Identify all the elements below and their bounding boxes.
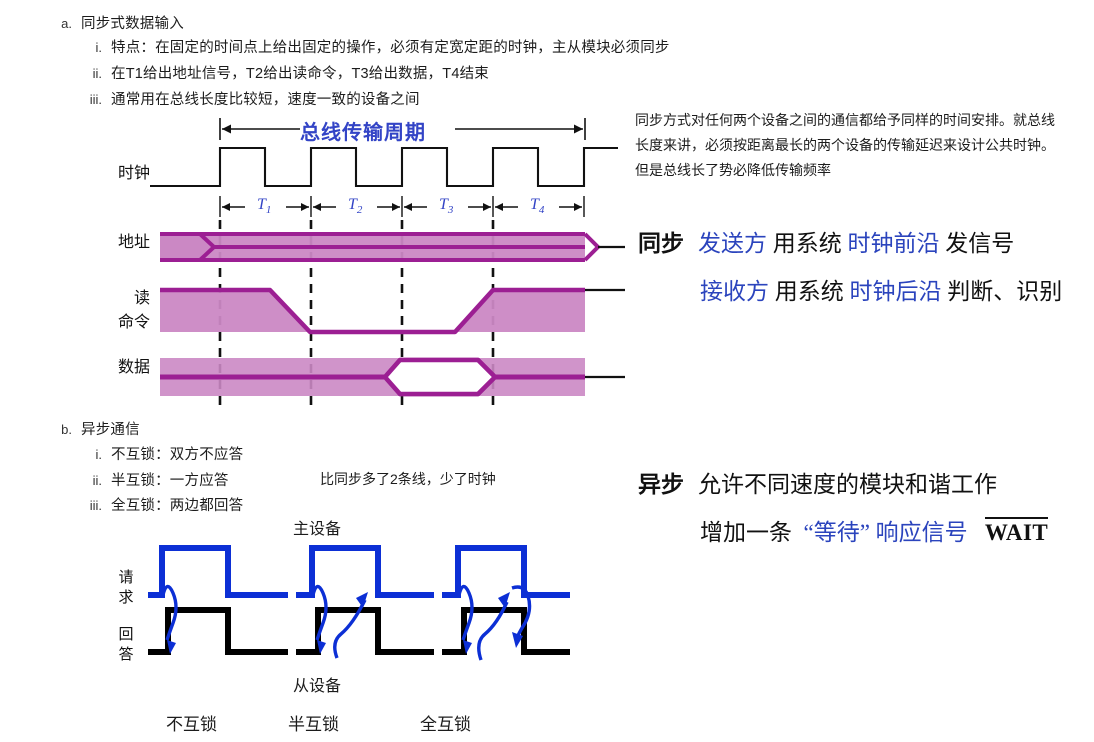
- outline-label: 全互锁：两边都回答: [111, 498, 244, 514]
- master-device-caption: 主设备: [293, 521, 342, 538]
- address-signal-waveform: [160, 232, 625, 262]
- outline-label: 在T1给出地址信号，T2给出读命令，T3给出数据，T4结束: [111, 66, 489, 82]
- phase-t4-label: T4: [530, 196, 545, 217]
- group-label-full-interlock: 全互锁: [420, 715, 471, 734]
- sync-paragraph-line-2: 长度来讲，必须按距离最长的两个设备的传输延迟来设计公共时钟。: [635, 137, 1055, 153]
- sync-line1-tail: 发信号: [945, 231, 1015, 256]
- wait-quoted-term: “等待”: [803, 520, 870, 545]
- outline-label: 通常用在总线长度比较短，速度一致的设备之间: [111, 92, 420, 108]
- async-line2-pre: 增加一条: [700, 520, 792, 545]
- sync-line2-mid: 用系统: [774, 279, 844, 304]
- bus-cycle-span-arrow: [219, 118, 586, 140]
- async-compare-note: 比同步多了2条线，少了时钟: [320, 471, 496, 487]
- outline-label: 特点：在固定的时间点上给出固定的操作，必须有定宽定距的时钟，主从模块必须同步: [111, 40, 670, 56]
- group-label-no-interlock: 不互锁: [166, 715, 217, 734]
- clock-trailing-edge-term: 时钟后沿: [849, 279, 942, 304]
- phase-t3-label: T3: [439, 196, 454, 217]
- outline-label: 不互锁：双方不应答: [111, 447, 244, 463]
- handshake-group-full-interlock: [442, 545, 570, 661]
- sync-keyword: 同步: [638, 231, 684, 256]
- sync-paragraph-line-1: 同步方式对任何两个设备之间的通信都给予同样的时间安排。就总线: [635, 112, 1055, 128]
- outline-item-half-interlock: ii. 半互锁：一方应答: [76, 469, 229, 490]
- sync-callout-line-1: 同步发送方 用系统 时钟前沿 发信号: [638, 224, 1014, 258]
- address-signal-label: 地址: [118, 234, 151, 251]
- outline-item-sync-feature: i. 特点：在固定的时间点上给出固定的操作，必须有定宽定距的时钟，主从模块必须同…: [76, 36, 670, 57]
- bus-cycle-title: 总线传输周期: [300, 122, 426, 144]
- read-command-signal-waveform: [160, 287, 625, 335]
- slave-device-caption: 从设备: [293, 678, 342, 695]
- synchronous-timing-diagram: [0, 0, 640, 420]
- outline-marker: ii.: [92, 473, 102, 488]
- outline-label: 半互锁：一方应答: [111, 473, 229, 489]
- sync-line1-mid: 用系统: [772, 231, 842, 256]
- outline-label: 异步通信: [81, 422, 140, 438]
- async-line1-text: 允许不同速度的模块和谐工作: [698, 472, 997, 497]
- read-command-label-line2: 命令: [118, 314, 151, 331]
- async-handshake-diagram: [100, 510, 580, 705]
- outline-item-sync-phases: ii. 在T1给出地址信号，T2给出读命令，T3给出数据，T4结束: [76, 62, 489, 83]
- outline-marker: a.: [61, 16, 72, 31]
- group-label-half-interlock: 半互锁: [288, 715, 339, 734]
- sync-paragraph-line-3: 但是总线长了势必降低传输频率: [635, 162, 831, 178]
- outline-marker: iii.: [89, 498, 102, 513]
- outline-marker: ii.: [92, 66, 102, 81]
- sync-line2-tail: 判断、识别: [947, 279, 1063, 304]
- request-row-label: 请 求: [118, 569, 134, 606]
- read-command-label-line1: 读: [134, 290, 151, 307]
- handshake-group-no-interlock: [148, 545, 288, 655]
- outline-item-no-interlock: i. 不互锁：双方不应答: [76, 443, 244, 464]
- phase-t2-label: T2: [348, 196, 363, 217]
- async-keyword: 异步: [638, 472, 684, 497]
- reply-row-label: 回 答: [118, 626, 134, 663]
- outline-marker: i.: [95, 40, 103, 55]
- sync-callout-line-2: 接收方 用系统 时钟后沿 判断、识别: [700, 272, 1062, 306]
- async-callout-line-2: 增加一条 “等待” 响应信号 WAIT: [700, 513, 1049, 547]
- async-line2-post: 响应信号: [875, 520, 968, 545]
- outline-item-full-interlock: iii. 全互锁：两边都回答: [76, 494, 243, 515]
- outline-marker: iii.: [89, 92, 102, 107]
- wait-signal-label: WAIT: [984, 517, 1049, 546]
- data-signal-waveform: [160, 357, 625, 397]
- clock-waveform: [150, 146, 618, 188]
- sender-term: 发送方: [698, 231, 767, 256]
- data-signal-label: 数据: [118, 359, 151, 376]
- outline-marker: b.: [61, 422, 72, 437]
- clock-leading-edge-term: 时钟前沿: [847, 231, 940, 256]
- receiver-term: 接收方: [700, 279, 769, 304]
- outline-item-a-sync-input: a. 同步式数据输入: [46, 12, 184, 33]
- outline-marker: i.: [95, 447, 103, 462]
- outline-item-sync-usage: iii. 通常用在总线长度比较短，速度一致的设备之间: [76, 88, 420, 109]
- outline-label: 同步式数据输入: [81, 16, 184, 32]
- handshake-group-half-interlock: [296, 545, 434, 659]
- phase-t1-label: T1: [257, 196, 272, 217]
- outline-item-b-async-comm: b. 异步通信: [46, 418, 140, 439]
- async-callout-line-1: 异步允许不同速度的模块和谐工作: [638, 465, 997, 499]
- phase-ruler-arrowheads: [222, 203, 582, 211]
- clock-signal-label: 时钟: [118, 165, 151, 182]
